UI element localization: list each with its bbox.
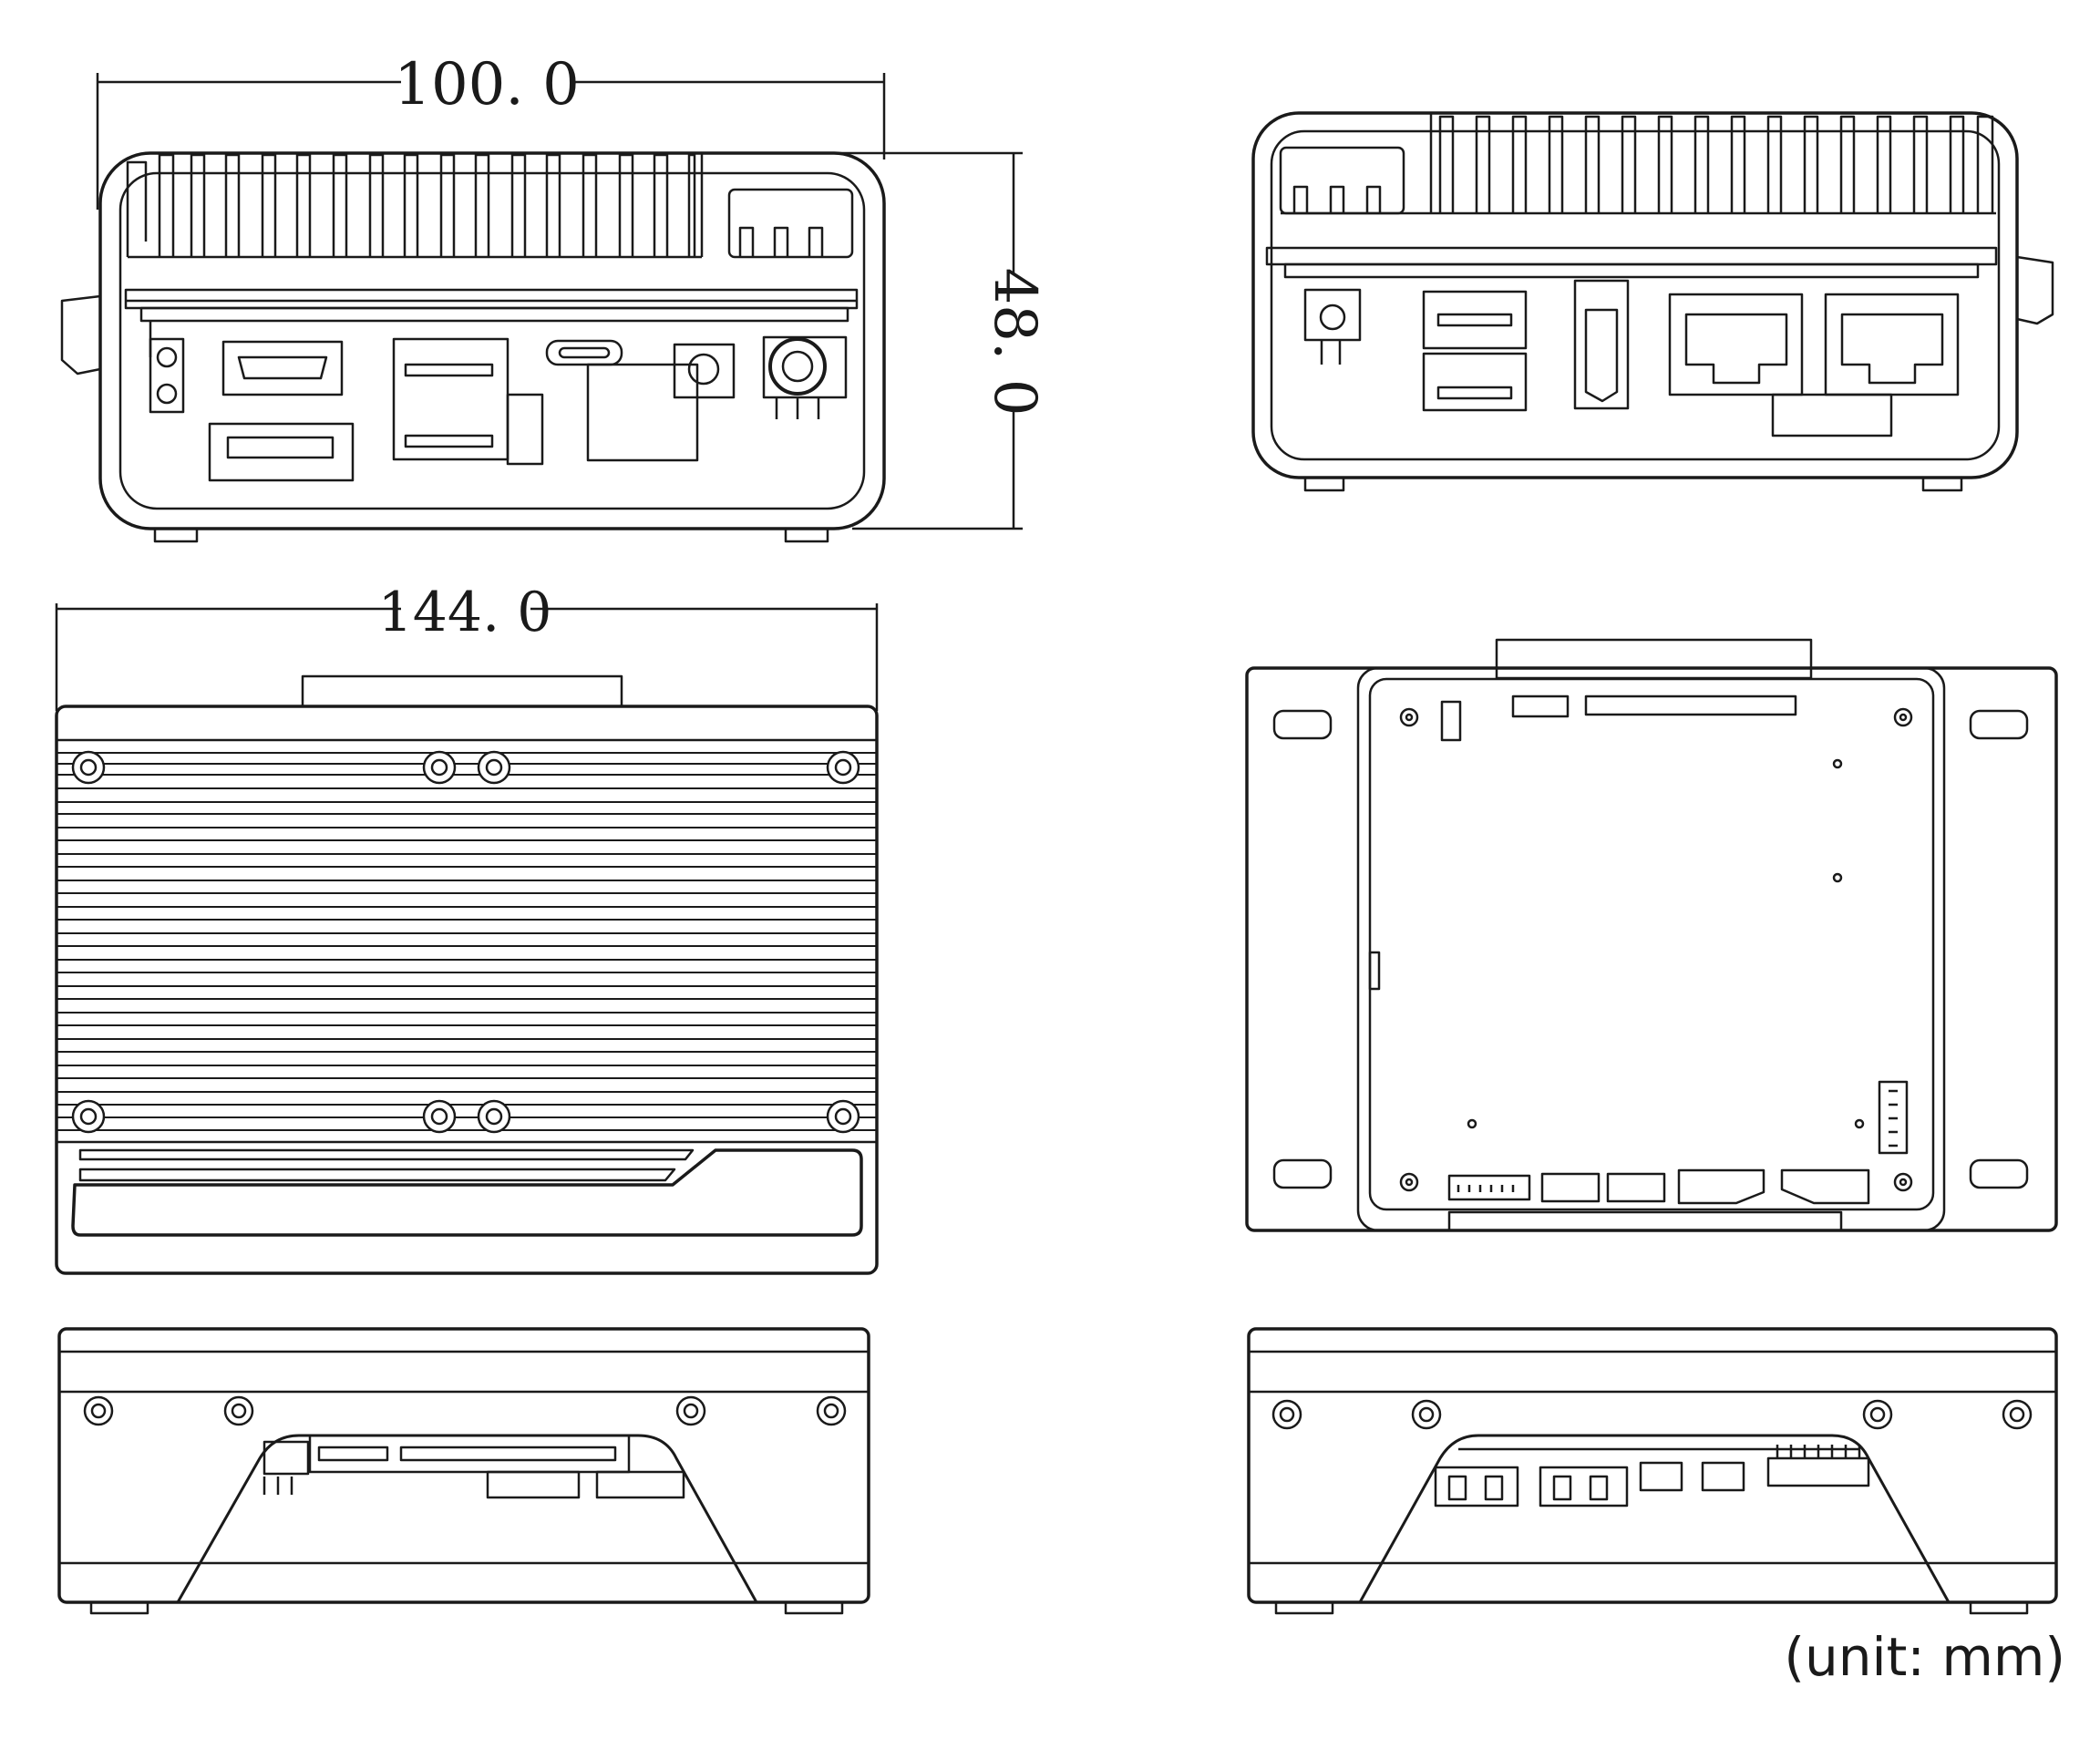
top-fins [57,752,877,1131]
unit-note: (unit: mm) [1784,1626,2065,1688]
bottom-view [1245,638,2058,1232]
top-view: 144. 0 [55,581,879,1275]
rear-view [1251,111,2054,492]
height-dimension: 48. 0 [834,151,1048,530]
height-dimension-label: 48. 0 [981,268,1048,417]
length-dimension: 144. 0 [55,581,879,711]
heatsink-fins-rear [1279,113,1996,215]
length-dimension-label: 144. 0 [378,581,552,644]
width-dimension-label: 100. 0 [394,51,580,118]
front-view: 100. 0 48. 0 [60,51,1048,543]
side-view-left [57,1327,870,1615]
side-view-right [1247,1327,2058,1615]
heatsink-fins [126,153,854,259]
pin-header [1878,1080,1909,1155]
top-screws [71,750,860,1134]
width-dimension: 100. 0 [96,51,886,210]
